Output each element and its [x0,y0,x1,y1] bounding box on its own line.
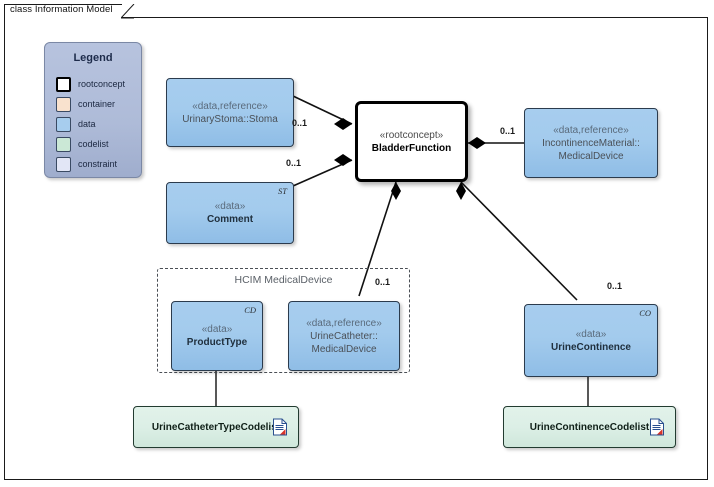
legend-label-container: container [78,99,116,109]
class-name-label: UrineContinenceCodelist [529,421,650,433]
class-name-label: IncontinenceMaterial:: [542,137,640,149]
stereotype-label: «data,reference» [306,317,382,329]
legend-label-codelist: codelist [78,139,109,149]
legend-swatch-codelist [56,136,71,152]
legend-item-constraint: constraint [56,154,125,174]
multiplicity-comment: 0..1 [286,158,302,168]
stereotype-label: «rootconcept» [379,129,444,141]
class-name-label: Comment [206,214,254,225]
stereotype-label: «data,reference» [553,124,629,136]
class-name-label-2: MedicalDevice [311,343,377,355]
document-icon [273,418,287,436]
stereotype-label: «data» [201,324,233,335]
legend-swatch-rootconcept [56,76,71,92]
class-urinarystoma-stoma[interactable]: «data,reference» UrinaryStoma::Stoma [166,78,294,147]
multiplicity-catheter: 0..1 [375,277,391,287]
type-tag: CO [639,308,651,318]
class-bladderfunction[interactable]: «rootconcept» BladderFunction [355,101,468,182]
multiplicity-continence: 0..1 [607,281,623,291]
class-name-label: ProductType [186,337,248,348]
multiplicity-stoma: 0..1 [292,118,308,128]
diagram-frame-tab [4,4,122,18]
legend-swatch-data [56,116,71,132]
legend-swatch-container [56,96,71,112]
class-name-label: BladderFunction [371,142,452,154]
class-urinecontinencecodelist[interactable]: UrineContinenceCodelist [503,406,676,448]
class-name-label: UrineCatheterTypeCodelist [151,421,281,433]
type-tag: ST [278,186,287,196]
legend-items: rootconcept container data codelist cons… [56,74,125,174]
class-urinecontinence[interactable]: CO «data» UrineContinence [524,304,658,377]
class-incontinencematerial-medicaldevice[interactable]: «data,reference» IncontinenceMaterial:: … [524,108,658,178]
class-name-label: UrineCatheter:: [310,330,378,342]
frame-tab-corner-icon [121,4,135,19]
class-comment[interactable]: ST «data» Comment [166,182,294,244]
class-name-label-2: MedicalDevice [558,150,624,162]
legend-swatch-constraint [56,156,71,172]
class-producttype[interactable]: CD «data» ProductType [171,301,263,371]
class-urinecatheter-medicaldevice[interactable]: «data,reference» UrineCatheter:: Medical… [288,301,400,371]
multiplicity-incontinence: 0..1 [500,126,516,136]
legend-item-data: data [56,114,125,134]
class-name-label: UrinaryStoma::Stoma [182,113,278,125]
legend-item-codelist: codelist [56,134,125,154]
legend-title: Legend [73,52,113,64]
legend-label-rootconcept: rootconcept [78,79,126,89]
class-name-label: UrineContinence [550,341,631,353]
package-group-hcim-medicaldevice: HCIM MedicalDevice [157,268,410,373]
stereotype-label: «data» [575,328,607,340]
legend-label-data: data [78,119,96,129]
stereotype-label: «data» [214,201,246,212]
package-group-title: HCIM MedicalDevice [234,274,333,286]
document-icon [650,418,664,436]
diagram-title: class Information Model [10,4,113,15]
type-tag: CD [244,305,256,315]
stereotype-label: «data,reference» [192,100,268,112]
legend-item-rootconcept: rootconcept [56,74,125,94]
legend-label-constraint: constraint [78,159,118,169]
class-urinecathetertypecodelist[interactable]: UrineCatheterTypeCodelist [133,406,299,448]
legend-item-container: container [56,94,125,114]
legend-panel: Legend rootconcept container data codeli… [44,42,142,178]
